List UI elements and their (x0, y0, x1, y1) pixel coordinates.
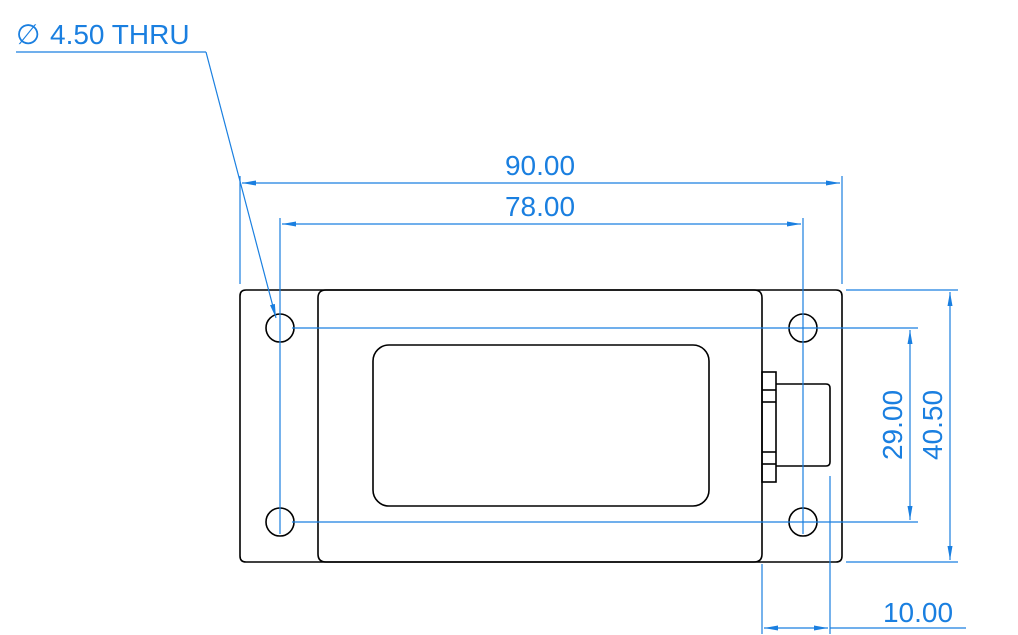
hole-spacing-y-value: 29.00 (877, 390, 908, 460)
hole-callout-text: 4.50 THRU (50, 19, 190, 50)
dimension-overall-height: 40.50 (846, 289, 958, 563)
hole-callout: ∅ 4.50 THRU (16, 19, 277, 319)
part-outline (239, 289, 843, 563)
base-plate (239, 289, 843, 563)
hole-spacing-x-value: 78.00 (505, 191, 575, 222)
raised-body (317, 289, 763, 563)
dimension-overall-width: 90.00 (239, 150, 843, 284)
dimension-hole-spacing-y: 29.00 (292, 327, 918, 523)
diameter-symbol: ∅ (16, 19, 40, 50)
side-connector (761, 371, 831, 483)
inner-window (372, 344, 710, 507)
overall-width-value: 90.00 (505, 150, 575, 181)
overall-height-value: 40.50 (917, 390, 948, 460)
dimension-hole-spacing-x: 78.00 (279, 191, 804, 534)
connector-offset-value: 10.00 (883, 597, 953, 628)
dimension-connector-offset: 10.00 (761, 476, 966, 634)
